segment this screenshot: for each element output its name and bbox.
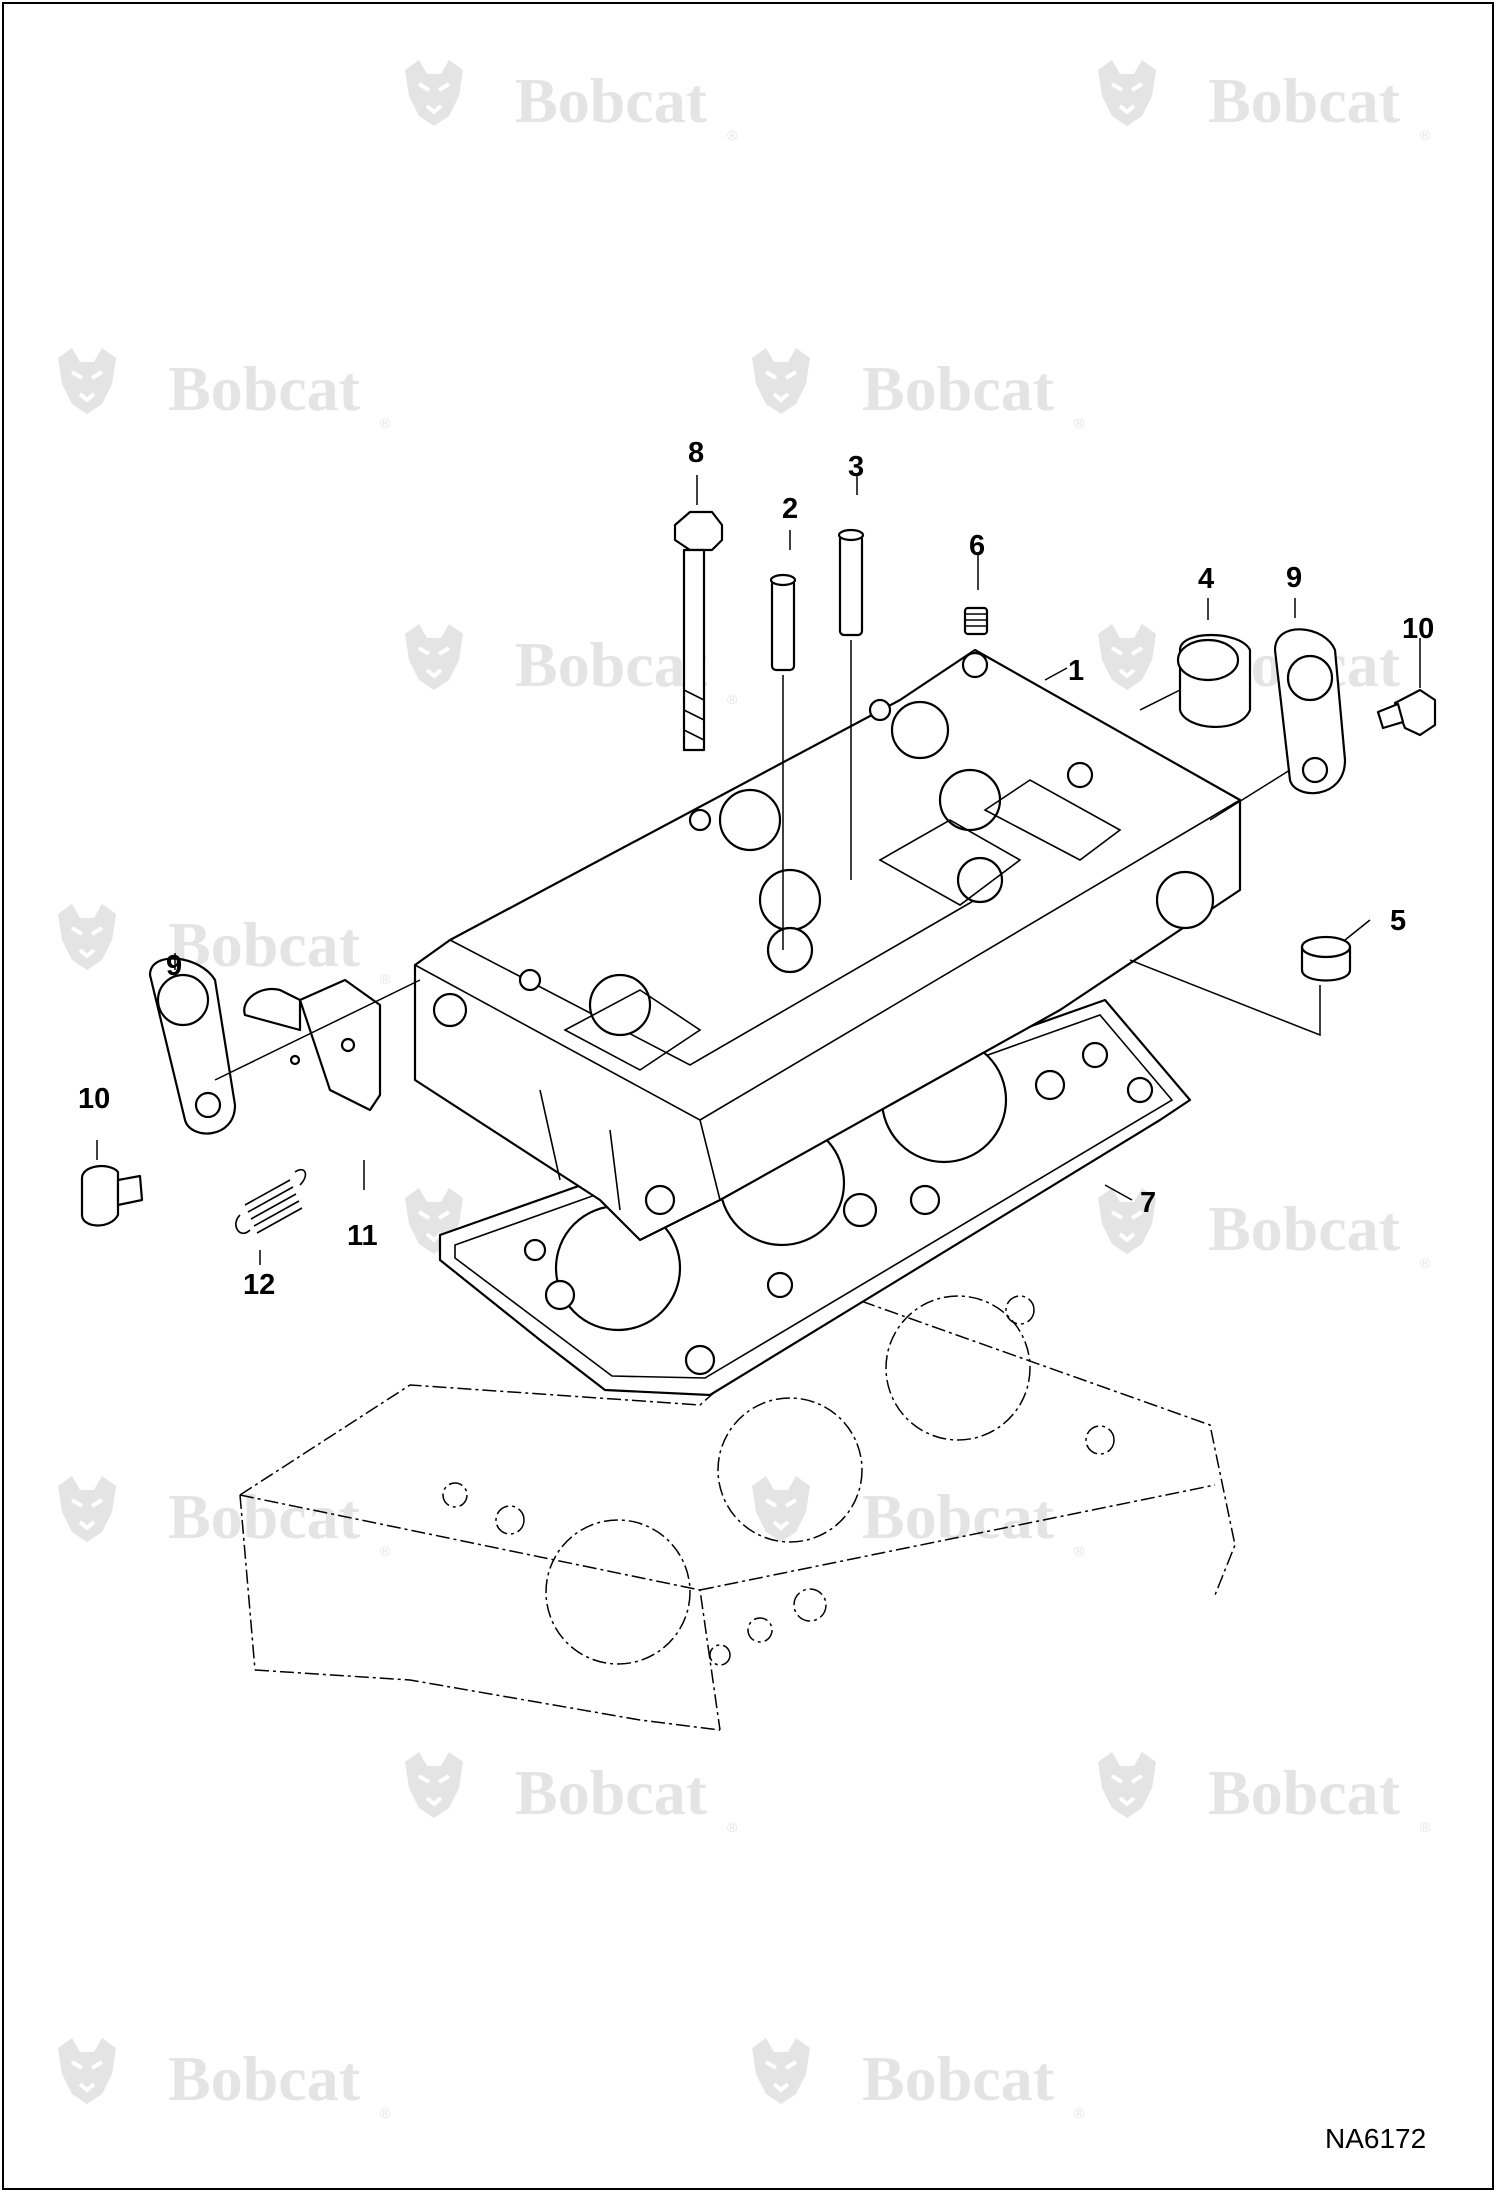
watermark-reg: ®	[1074, 1543, 1085, 1559]
callout-10-right: 10	[1402, 613, 1434, 645]
bobcat-head-icon	[750, 346, 812, 416]
hanger-plate-9-left	[148, 957, 237, 1135]
watermark: Bobcat®	[56, 902, 391, 987]
valve-guide-3	[837, 528, 865, 637]
watermark: Bobcat ®	[403, 622, 738, 707]
callout-2: 2	[782, 493, 798, 525]
callout-4: 4	[1198, 563, 1214, 595]
watermark-reg: ®	[727, 127, 738, 143]
watermark-text: Bobcat	[862, 353, 1055, 424]
plug-6	[963, 606, 989, 636]
watermark-text: Bobcat	[515, 1757, 708, 1828]
watermark-text: Bobcat	[1208, 1757, 1401, 1828]
watermark-reg: ®	[380, 1543, 391, 1559]
watermark-text: Bobcat	[515, 629, 708, 700]
watermark-text: Bobcat	[168, 353, 361, 424]
callouts: 1 2 3 4 5 6 7 8 9 10 9 10 11 12	[78, 437, 1434, 1301]
watermark-text: Bobcat	[862, 1481, 1055, 1552]
watermark: Bobcat ®	[403, 1750, 738, 1835]
watermark: Bobcat ®	[56, 2036, 391, 2121]
watermark-reg: ®	[1420, 1255, 1431, 1271]
callout-9-left: 9	[166, 950, 182, 982]
figure-id: NA6172	[1325, 2123, 1426, 2154]
plug-5	[1300, 935, 1352, 982]
bobcat-head-icon	[1096, 58, 1158, 128]
bobcat-head-icon	[750, 1474, 812, 1544]
bolt-10-right	[1376, 688, 1437, 737]
watermark: Bobcat ®	[56, 1474, 391, 1559]
watermark: Bobcat ®	[403, 58, 738, 143]
watermark: Bobcat ®	[1096, 58, 1431, 143]
watermark-reg: ®	[1420, 1819, 1431, 1835]
callout-7: 7	[1140, 1187, 1156, 1219]
watermark-text: Bobcat	[515, 65, 708, 136]
watermark-text: Bobcat	[168, 2043, 361, 2114]
watermark: Bobcat ®	[1096, 1750, 1431, 1835]
callout-6: 6	[969, 530, 985, 562]
watermark: Bobcat ®	[56, 346, 391, 431]
callout-1: 1	[1068, 655, 1084, 687]
watermark-reg: ®	[380, 971, 391, 987]
callout-8: 8	[688, 437, 704, 469]
bobcat-head-icon	[403, 58, 465, 128]
callout-12: 12	[243, 1269, 275, 1301]
watermark-reg: ®	[727, 1819, 738, 1835]
bobcat-head-icon	[403, 1750, 465, 1820]
leader-lines	[96, 473, 1421, 1265]
bolt-10-left	[80, 1164, 144, 1227]
watermark-reg: ®	[380, 2105, 391, 2121]
callout-9-right: 9	[1286, 562, 1302, 594]
watermark-reg: ®	[1074, 2105, 1085, 2121]
plug-4	[1176, 634, 1252, 729]
callout-5: 5	[1390, 905, 1406, 937]
bobcat-head-icon	[1096, 622, 1158, 692]
watermark: Bobcat ®	[750, 346, 1085, 431]
callout-3: 3	[848, 451, 864, 483]
watermark: Bobcat ®	[750, 2036, 1085, 2121]
bobcat-head-icon	[403, 622, 465, 692]
watermark-reg: ®	[1074, 415, 1085, 431]
hanger-plate-9-right	[1273, 628, 1347, 795]
bolt-8	[673, 510, 724, 752]
watermark: Bobcat ®	[750, 1474, 1085, 1559]
engine-block-outline	[239, 1289, 1236, 1731]
watermark-text: Bobcat	[862, 2043, 1055, 2114]
bobcat-head-icon	[750, 2036, 812, 2106]
watermark: Bobcat ®	[1096, 1186, 1431, 1271]
bobcat-head-icon	[56, 346, 118, 416]
bobcat-head-icon	[56, 2036, 118, 2106]
bobcat-head-icon	[1096, 1750, 1158, 1820]
callout-10-left: 10	[78, 1083, 110, 1115]
spring-12	[235, 1168, 307, 1235]
bobcat-head-icon	[56, 902, 118, 972]
watermark-text: Bobcat	[1208, 65, 1401, 136]
watermark-text: Bobcat	[168, 1481, 361, 1552]
watermark-reg: ®	[1420, 127, 1431, 143]
cylinder-head	[413, 648, 1242, 1242]
watermark-group: Bobcat® Bobcat® Bobcat® Bobcat® Bobcat® …	[56, 58, 1431, 2121]
callout-11: 11	[347, 1220, 378, 1252]
valve-guide-2	[769, 573, 797, 672]
watermark-reg: ®	[727, 691, 738, 707]
watermark-reg: ®	[380, 415, 391, 431]
bracket-11	[243, 978, 382, 1112]
watermark-text: Bobcat	[1208, 1193, 1401, 1264]
bobcat-head-icon	[56, 1474, 118, 1544]
watermark: Bobcat®	[1096, 622, 1431, 707]
